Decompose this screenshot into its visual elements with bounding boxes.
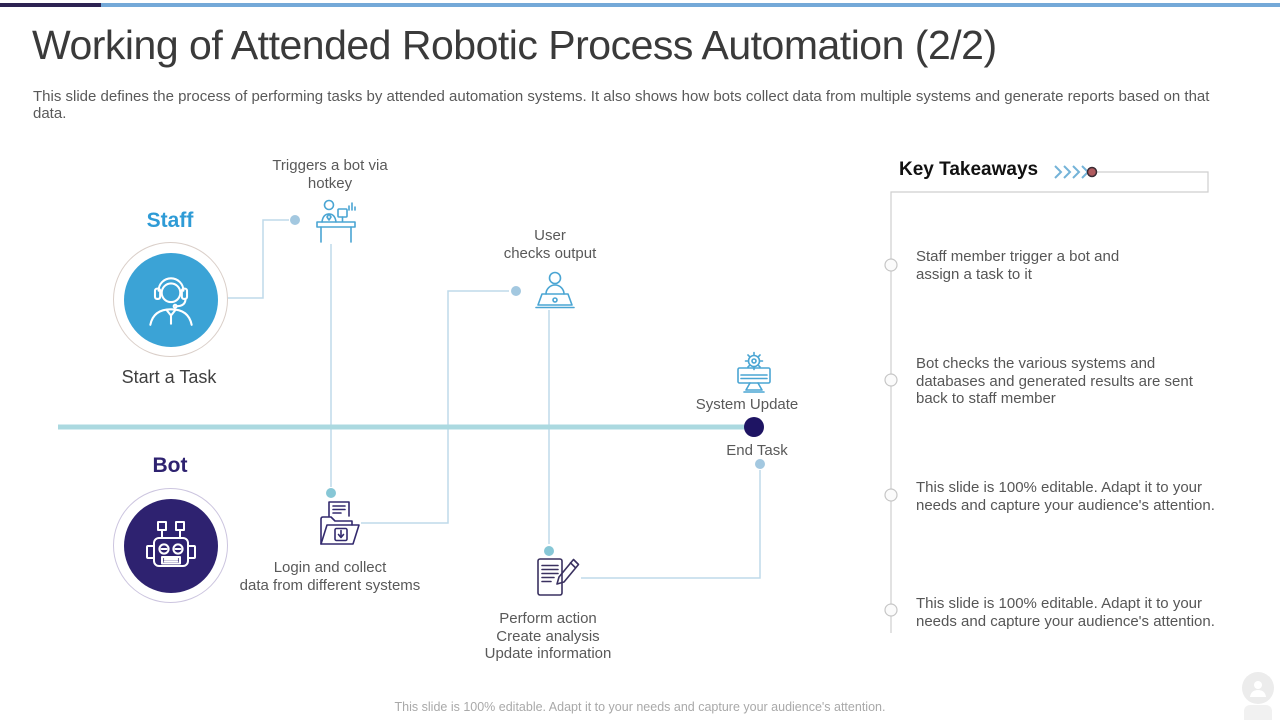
staff-avatar [113,242,228,357]
staff-label: Staff [146,209,194,232]
step-system-update-label: System Update [695,396,799,413]
top-accent-bar-dark [0,3,101,7]
watermark-person-icon [1242,672,1274,704]
takeaway-item-3: This slide is 100% editable. Adapt it to… [916,479,1215,514]
page-title: Working of Attended Robotic Process Auto… [32,22,997,68]
takeaway-item-4: This slide is 100% editable. Adapt it to… [916,595,1215,630]
hotkey-desk-icon [316,199,356,243]
edit-document-icon [537,558,580,596]
folder-download-icon [320,501,360,545]
staff-caption: Start a Task [121,367,217,387]
staff-headset-icon [148,276,193,326]
step-user-checks-label: User checks output [503,227,597,262]
step-login-collect-label: Login and collect data from different sy… [239,559,421,594]
user-laptop-icon [535,271,575,309]
takeaway-item-1: Staff member trigger a bot and assign a … [916,248,1120,283]
step-perform-label: Perform action Create analysis Update in… [484,610,612,663]
step-end-task-label: End Task [726,442,788,459]
takeaway-item-2: Bot checks the various systems and datab… [916,355,1193,408]
page-subtitle: This slide defines the process of perfor… [33,88,1210,122]
step-trigger-label: Triggers a bot via hotkey [272,157,388,192]
bot-avatar [113,488,228,603]
system-update-monitor-icon [737,351,771,393]
red-marker-dot [1086,166,1098,178]
footer-note: This slide is 100% editable. Adapt it to… [394,700,886,714]
top-accent-bar-blue [101,3,1280,7]
watermark-logo [1240,672,1276,720]
robot-icon [145,520,196,567]
key-takeaways-title: Key Takeaways [899,159,1039,180]
bot-label: Bot [152,454,188,477]
